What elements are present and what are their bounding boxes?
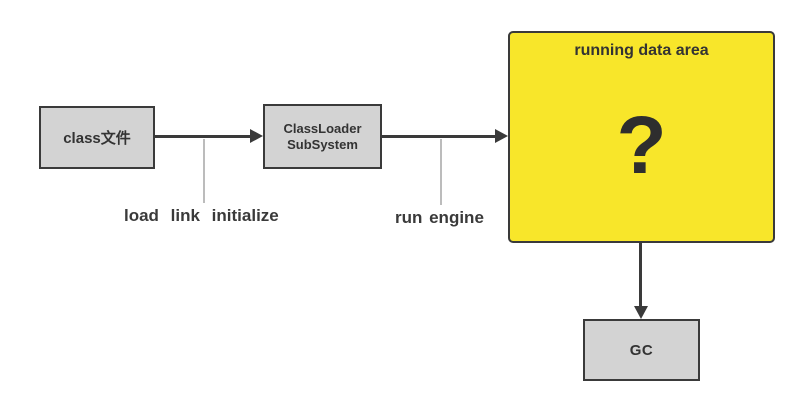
node-gc: GC [583,319,700,381]
node-gc-label: GC [629,341,654,359]
edge-label-run-engine: run engine [395,208,484,227]
question-mark-placeholder: ? [616,99,667,191]
arrow-line-classfile-to-classloader [153,135,251,138]
arrowhead-right-icon [495,129,508,143]
node-class-file: class文件 [39,106,155,169]
arrow-line-classloader-to-runningdata [381,135,496,138]
label-guide-line-run-engine [440,139,442,205]
edge-label-load-link-initialize: load link initialize [124,206,279,225]
arrowhead-right-icon [250,129,263,143]
node-classloader-label-line1: ClassLoader [283,120,362,136]
running-data-area-title: running data area [574,42,709,59]
node-classloader-label-line2: SubSystem [287,136,358,152]
arrow-line-runningdata-to-gc [639,243,642,307]
label-guide-line-load [203,139,205,203]
arrowhead-down-icon [634,306,648,319]
node-class-file-label: class文件 [63,130,131,147]
node-classloader-subsystem: ClassLoader SubSystem [263,104,382,169]
node-running-data-area: running data area ? [508,31,775,243]
